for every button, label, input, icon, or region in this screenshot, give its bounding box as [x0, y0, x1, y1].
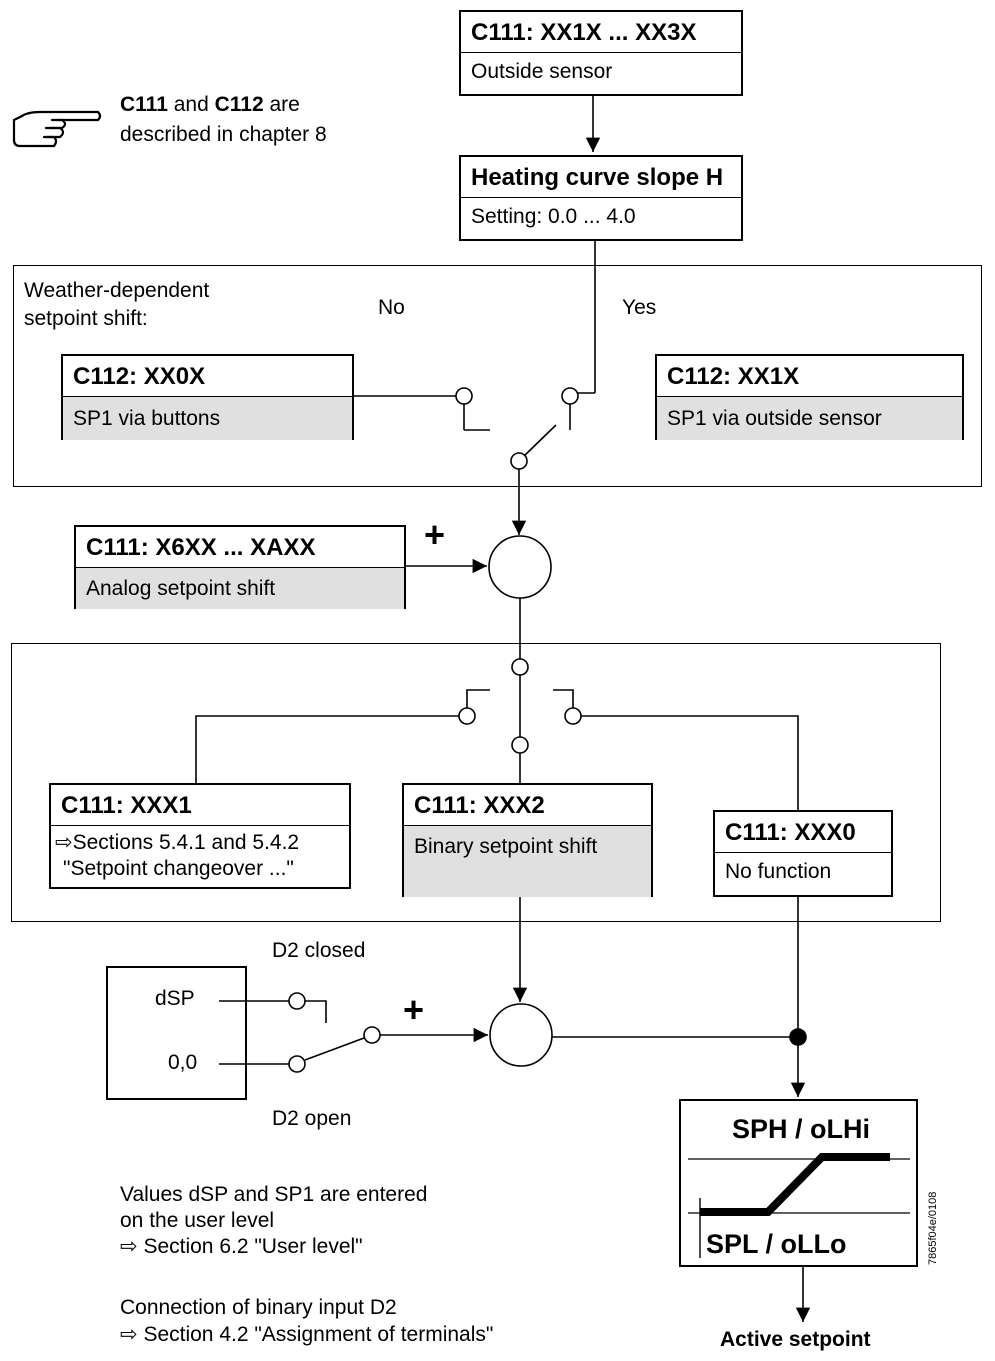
label-yes: Yes: [622, 296, 657, 319]
box-body: SP1 via buttons: [63, 397, 352, 440]
switch-blade-1: [523, 424, 557, 457]
plus-sign-1: +: [424, 514, 446, 555]
footnote-conn-ref: ⇨ Section 4.2 "Assignment of terminals": [120, 1323, 494, 1346]
box-body-line1: ⇨Sections 5.4.1 and 5.4.2: [55, 831, 300, 854]
frame-weather-dependent: [13, 265, 982, 487]
limiter-curve: [700, 1153, 890, 1216]
box-body-line2: "Setpoint changeover ...": [63, 857, 294, 880]
box-body: Setting: 0.0 ... 4.0: [471, 205, 636, 228]
box-analog-shift: C111: X6XX ... XAXX Analog setpoint shif…: [74, 525, 406, 609]
arrow-reference-icon: ⇨: [120, 1235, 144, 1258]
box-limiter: [679, 1099, 918, 1267]
note-line1: C111 and C112 are: [120, 93, 300, 116]
figure-id: 7865f04e/0108: [927, 1191, 939, 1265]
summing-junction-2: [489, 1003, 553, 1067]
box-c111-xxx0: C111: XXX0 No function: [713, 810, 893, 897]
label-active-setpoint: Active setpoint: [720, 1328, 871, 1351]
box-c111-xxx1: C111: XXX1 ⇨Sections 5.4.1 and 5.4.2 "Se…: [49, 783, 351, 889]
box-header: C112: XX0X: [63, 356, 352, 397]
arrow-reference-icon: ⇨: [120, 1323, 144, 1346]
weather-label-line2: setpoint shift:: [24, 307, 148, 330]
box-body: No function: [725, 860, 832, 883]
box-outside-sensor: C111: XX1X ... XX3X Outside sensor: [459, 10, 743, 96]
plus-sign-2: +: [403, 989, 425, 1030]
contact-zero: [288, 1055, 306, 1073]
arrow-reference-icon: ⇨: [55, 831, 73, 854]
label-d2-closed: D2 closed: [272, 939, 366, 962]
box-header: C112: XX1X: [657, 356, 962, 397]
box-header: C111: XX1X ... XX3X: [461, 12, 741, 53]
footnote-values-line2: on the user level: [120, 1209, 275, 1232]
label-d2-open: D2 open: [272, 1107, 352, 1130]
label-no: No: [378, 296, 405, 319]
frame-dsp: [106, 966, 247, 1100]
note-line2: described in chapter 8: [120, 123, 327, 146]
box-body: SP1 via outside sensor: [657, 397, 962, 440]
label-limiter-low: SPL / oLLo: [706, 1229, 847, 1259]
box-body: Analog setpoint shift: [76, 568, 404, 609]
box-header: C111: XXX2: [404, 785, 651, 826]
box-header: Heating curve slope H: [461, 157, 741, 198]
label-dsp: dSP: [155, 987, 195, 1010]
footnote-conn-line1: Connection of binary input D2: [120, 1296, 397, 1319]
label-zero: 0,0: [168, 1051, 198, 1074]
box-c112-xx0x: C112: XX0X SP1 via buttons: [61, 354, 354, 440]
label-limiter-high: SPH / oLHi: [732, 1114, 871, 1144]
box-header: C111: X6XX ... XAXX: [76, 527, 404, 568]
box-header: C111: XXX0: [715, 812, 891, 853]
box-body: Outside sensor: [471, 60, 613, 83]
box-header: C111: XXX1: [51, 785, 349, 826]
frame-function-select: [11, 643, 941, 922]
contact-dsp: [288, 992, 306, 1010]
footnote-values-ref: ⇨ Section 6.2 "User level": [120, 1235, 363, 1258]
switch-pivot-3: [363, 1026, 381, 1044]
box-body: Binary setpoint shift: [404, 826, 651, 897]
summing-junction-1: [488, 535, 552, 599]
box-c111-xxx2: C111: XXX2 Binary setpoint shift: [402, 783, 653, 897]
footnote-values-line1: Values dSP and SP1 are entered: [120, 1183, 428, 1206]
pointing-hand-icon: [12, 110, 102, 148]
box-c112-xx1x: C112: XX1X SP1 via outside sensor: [655, 354, 964, 440]
switch-blade-3: [304, 1037, 365, 1061]
weather-label-line1: Weather-dependent: [24, 279, 210, 302]
box-heating-curve: Heating curve slope H Setting: 0.0 ... 4…: [459, 155, 743, 241]
